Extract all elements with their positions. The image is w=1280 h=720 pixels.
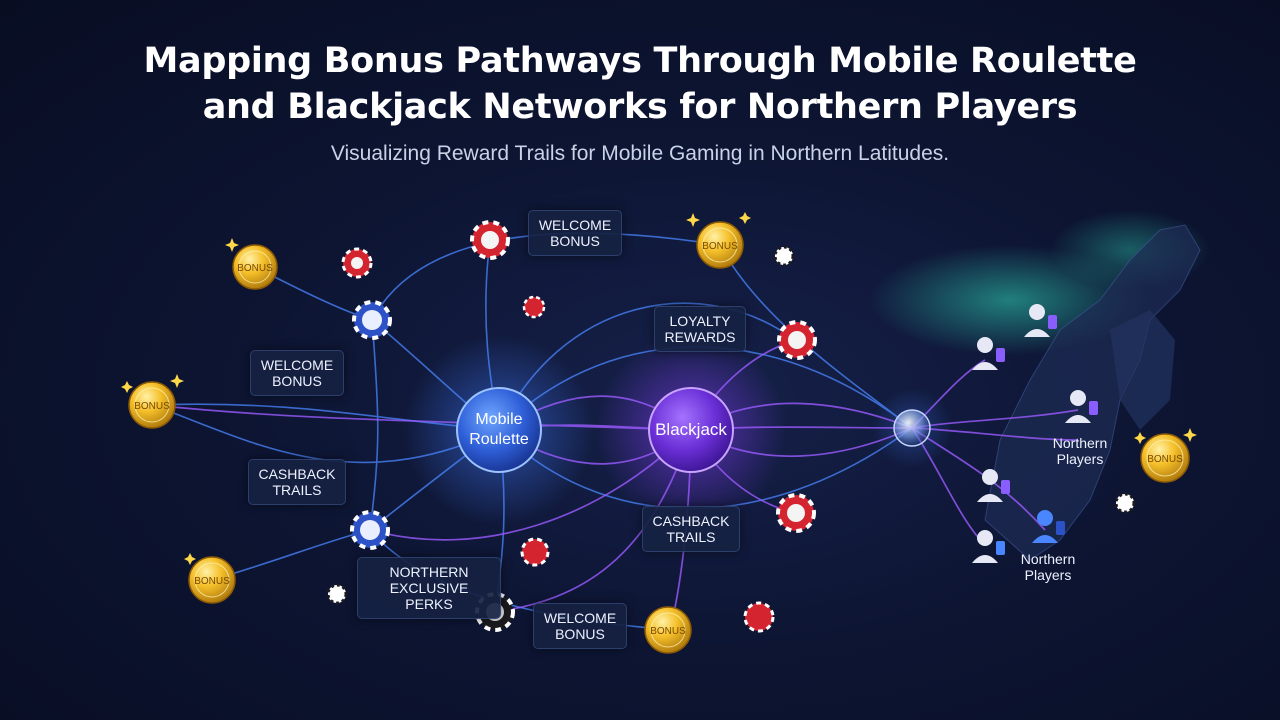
coin-text: BONUS	[134, 401, 170, 412]
coin-text: BONUS	[702, 241, 738, 252]
red-chip-icon	[777, 320, 817, 360]
player-phone-icon	[1024, 304, 1057, 337]
player-phone-icon	[972, 530, 1005, 563]
roulette-chip-icon	[350, 510, 390, 550]
player-label-line: Northern	[1020, 551, 1076, 567]
player-label-line: Players	[1056, 451, 1104, 467]
player-phone-icon	[1065, 390, 1098, 423]
northern-exclusive-perks-label: NORTHERN EXCLUSIVE PERKS	[357, 557, 501, 619]
label-line: TRAILS	[272, 482, 322, 498]
label-line: TRAILS	[666, 529, 716, 545]
loyalty-rewards-label: LOYALTY REWARDS	[654, 306, 746, 352]
bonus-coin-icon: BONUS	[1140, 433, 1190, 483]
northern-players-label-2: Northern Players	[1008, 551, 1088, 583]
northern-players-label-1: Northern Players	[1040, 435, 1120, 467]
sparkle-icon	[121, 212, 1197, 565]
red-chip-icon	[776, 493, 816, 533]
label-line: EXCLUSIVE PERKS	[389, 580, 469, 612]
player-label-line: Players	[1024, 567, 1072, 583]
title-line-2: and Blackjack Networks for Northern Play…	[202, 87, 1078, 127]
red-chip-icon	[341, 247, 373, 279]
label-line: WELCOME	[543, 610, 617, 626]
welcome-bonus-label-top: WELCOME BONUS	[528, 210, 622, 256]
bonus-coin-icon: BONUS	[696, 221, 744, 269]
player-phone-icon	[972, 337, 1005, 370]
roulette-hub-line-2: Roulette	[469, 431, 529, 448]
label-line: BONUS	[272, 373, 322, 389]
bonus-coin-icon: BONUS	[188, 556, 236, 604]
label-line: LOYALTY	[669, 313, 731, 329]
cashback-trails-label-left: CASHBACK TRAILS	[248, 459, 346, 505]
blackjack-hub-label: Blackjack	[655, 420, 727, 439]
bonus-coin-icon: BONUS	[128, 381, 176, 429]
player-phone-icon	[1032, 510, 1065, 543]
bonus-coin-icon: BONUS	[644, 606, 692, 654]
welcome-bonus-label-bottom: WELCOME BONUS	[533, 603, 627, 649]
red-chip-icon	[470, 220, 510, 260]
roulette-chip-icon	[352, 300, 392, 340]
page-title: Mapping Bonus Pathways Through Mobile Ro…	[0, 38, 1280, 130]
red-chip-icon	[520, 537, 550, 567]
blackjack-hub	[648, 387, 734, 473]
northern-gateway-node	[893, 409, 931, 447]
page-subtitle: Visualizing Reward Trails for Mobile Gam…	[330, 142, 950, 165]
red-chip-icon	[743, 601, 775, 633]
label-line: REWARDS	[664, 329, 736, 345]
label-line: WELCOME	[260, 357, 334, 373]
label-line: CASHBACK	[652, 513, 730, 529]
player-phone-icon	[977, 469, 1010, 502]
coin-text: BONUS	[650, 626, 686, 637]
coin-text: BONUS	[237, 263, 273, 274]
label-line: NORTHERN	[389, 564, 469, 580]
mobile-roulette-hub	[456, 387, 542, 473]
label-line: BONUS	[555, 626, 605, 642]
roulette-hub-label: Mobile Roulette	[455, 410, 543, 450]
welcome-bonus-label-left: WELCOME BONUS	[250, 350, 344, 396]
small-chip-icon	[1114, 492, 1136, 514]
bonus-coin-icon: BONUS	[232, 244, 278, 290]
roulette-hub-line-1: Mobile	[475, 411, 523, 428]
coin-text: BONUS	[194, 576, 230, 587]
label-line: WELCOME	[538, 217, 612, 233]
label-line: CASHBACK	[258, 466, 336, 482]
player-label-line: Northern	[1052, 435, 1108, 451]
red-chip-icon	[522, 295, 546, 319]
cashback-trails-label-mid: CASHBACK TRAILS	[642, 506, 740, 552]
aurora-map-icon	[870, 210, 1210, 561]
title-line-1: Mapping Bonus Pathways Through Mobile Ro…	[143, 41, 1137, 81]
coin-text: BONUS	[1147, 454, 1183, 465]
small-chip-icon	[326, 583, 348, 605]
label-line: BONUS	[550, 233, 600, 249]
small-chip-icon	[773, 245, 795, 267]
